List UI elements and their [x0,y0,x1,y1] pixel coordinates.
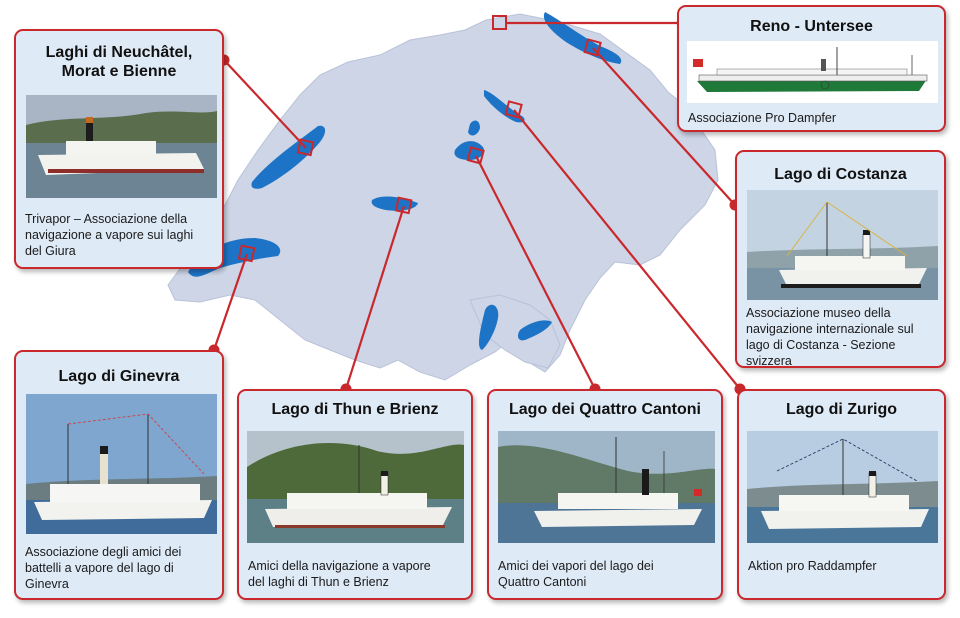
desc-line: Associazione degli amici dei [25,545,182,559]
steamboat-photo-zurigo [747,431,938,543]
card-reno[interactable]: Reno - Untersee Associazione Pro Dampfer [677,5,946,132]
steamboat-photo-quattro [498,431,715,543]
desc-line: svizzera [746,354,792,368]
card-quattro[interactable]: Lago dei Quattro Cantoni Amici dei vapor… [487,389,723,600]
steamboat-photo-costanza [747,190,938,300]
card-neuchatel[interactable]: Laghi di Neuchâtel, Morat e Bienne Triva… [14,29,224,269]
square-marker-icon [394,196,413,215]
card-thun-title: Lago di Thun e Brienz [271,401,439,418]
steamboat-photo-thun [247,431,464,543]
lake-constance [543,12,622,64]
card-neuchatel-title: Laghi di Neuchâtel, Morat e Bienne [16,43,222,81]
desc-line: Amici dei vapori del lago dei [498,559,654,573]
desc-line: Ginevra [25,577,69,591]
card-thun-desc: Amici della navigazione a vapore del lag… [248,558,463,590]
square-marker-icon [237,244,256,263]
markers [237,15,602,263]
connector-thun [344,205,406,390]
card-zurigo-desc: Aktion pro Raddampfer [748,559,877,573]
desc-line: del laghi di Thun e Brienz [248,575,389,589]
title-line: Morat e Bienne [61,63,177,80]
card-costanza[interactable]: Lago di Costanza Associazione museo dell… [735,150,946,368]
connector-neuchatel [223,59,307,149]
desc-line: navigazione internazionale sul [746,322,914,336]
desc-line: battelli a vapore del lago di [25,561,174,575]
card-ginevra-title: Lago di Ginevra [58,368,180,385]
card-costanza-desc: Associazione museo della navigazione int… [746,305,936,368]
desc-line: Associazione museo della [746,306,891,320]
steamboat-drawing-reno [687,41,938,103]
card-zurigo[interactable]: Lago di Zurigo Aktion pro Raddampfer [737,389,946,600]
desc-line: Trivapor – Associazione della [25,212,188,226]
square-marker-icon [492,15,507,30]
lake-zurich [484,90,525,123]
card-zurigo-title: Lago di Zurigo [785,401,898,418]
card-reno-title: Reno - Untersee [750,18,873,35]
title-line: Laghi di Neuchâtel, [45,44,193,61]
connector-zurigo [513,109,741,390]
desc-line: Amici della navigazione a vapore [248,559,431,573]
steamboat-photo-ginevra [26,394,217,534]
desc-line: del Giura [25,244,76,258]
lake-zug [468,120,480,136]
desc-line: Quattro Cantoni [498,575,587,589]
connector-ginevra [212,253,249,351]
card-thun[interactable]: Lago di Thun e Brienz Amici della naviga… [237,389,473,600]
square-marker-icon [504,100,523,119]
connector-quattro [475,155,596,390]
card-costanza-title: Lago di Costanza [774,166,907,183]
lakes [188,12,622,350]
card-neuchatel-desc: Trivapor – Associazione della navigazion… [25,211,214,259]
square-marker-icon [296,138,315,157]
lake-maggiore [478,304,499,350]
connector-costanza [592,47,736,206]
square-marker-icon [583,38,602,57]
desc-line: lago di Costanza - Sezione [746,338,896,352]
card-reno-desc: Associazione Pro Dampfer [688,111,836,125]
switzerland-land [167,13,719,381]
square-marker-icon [466,146,485,165]
desc-line: navigazione a vapore sui laghi [25,228,194,242]
card-ginevra-desc: Associazione degli amici dei battelli a … [25,544,214,592]
card-quattro-title: Lago dei Quattro Cantoni [509,401,701,418]
lake-lugano [517,320,552,341]
card-quattro-desc: Amici dei vapori del lago dei Quattro Ca… [498,558,713,590]
steamboat-photo-neuchatel [26,95,217,198]
connectors [212,21,741,390]
card-ginevra[interactable]: Lago di Ginevra Associazione degli amici… [14,350,224,600]
